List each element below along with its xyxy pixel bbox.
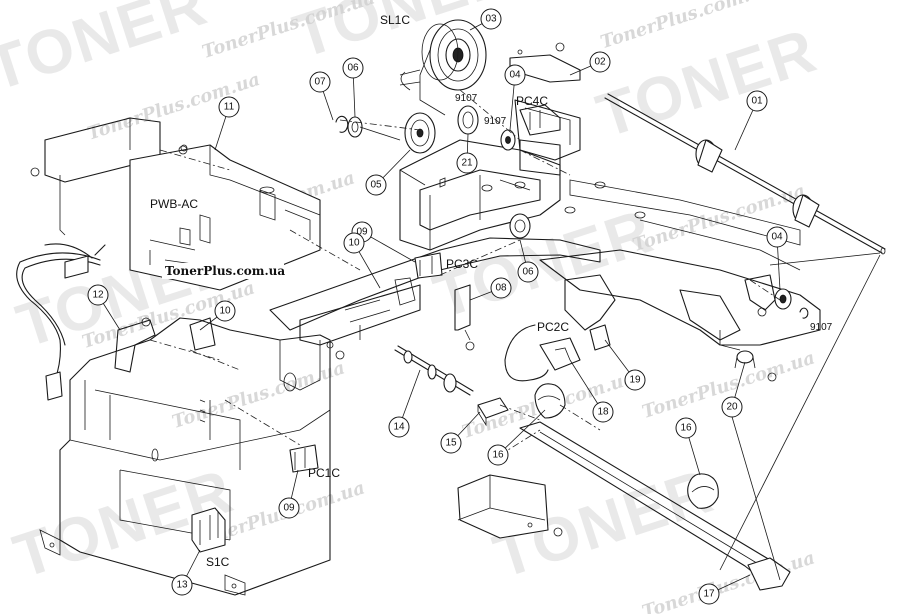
callout-10: 10 [343, 232, 365, 254]
sensor-pc2c [504, 274, 616, 382]
screws [180, 49, 767, 317]
callout-09: 09 [278, 497, 300, 519]
label-pwb-ac: PWB-AC [150, 197, 198, 211]
ring-07 [335, 115, 349, 133]
callout-08: 08 [490, 277, 512, 299]
pwb-ac-board [30, 117, 321, 291]
callout-03: 03 [480, 8, 502, 30]
label-9107-c: 9107 [810, 322, 833, 333]
svg-text:02: 02 [594, 57, 606, 68]
svg-text:04: 04 [771, 232, 783, 243]
bracket-12 [114, 317, 156, 373]
gear-05 [404, 112, 436, 154]
callout-14: 14 [388, 416, 410, 438]
callout-10: 10 [214, 300, 236, 322]
callout-21: 21 [456, 152, 478, 174]
bracket-10 [189, 317, 345, 360]
sensor-pc1c [289, 444, 319, 473]
callout-20: 20 [721, 396, 743, 418]
callout-02: 02 [589, 51, 611, 73]
svg-text:08: 08 [495, 283, 507, 294]
callout-06: 06 [517, 261, 539, 283]
svg-text:13: 13 [176, 580, 188, 591]
switch-s1c [191, 507, 226, 553]
clutch-sl1c [399, 19, 487, 116]
wire-harness [16, 243, 106, 401]
svg-text:11: 11 [224, 102, 235, 113]
callout-16: 16 [675, 417, 697, 439]
part-labels: PWB-AC SL1C PC4C PC3C PC2C PC1C S1C 9107… [150, 13, 833, 569]
callout-18: 18 [592, 401, 614, 423]
callout-16: 16 [487, 444, 509, 466]
svg-text:01: 01 [751, 96, 763, 107]
callout-07: 07 [309, 71, 331, 93]
gear-04-right [744, 274, 809, 319]
callout-13: 13 [171, 574, 193, 596]
svg-text:20: 20 [726, 402, 738, 413]
roller-shaft-01 [604, 93, 886, 255]
site-label: TonerPlus.com.ua [165, 264, 285, 278]
svg-text:17: 17 [703, 589, 715, 600]
svg-text:18: 18 [597, 407, 609, 418]
svg-text:03: 03 [485, 14, 497, 25]
upper-rail [269, 237, 601, 349]
callout-19: 19 [624, 369, 646, 391]
svg-text:19: 19 [629, 375, 641, 386]
guide-lines [149, 89, 881, 581]
watermark-site: TonerPlus.com.ua [170, 357, 348, 433]
label-pc2c: PC2C [537, 320, 569, 334]
callout-06: 06 [342, 57, 364, 79]
watermark-layer: TONER TONER TONER TONER TONER TONER TONE… [0, 0, 825, 614]
svg-text:16: 16 [680, 423, 692, 434]
rail-17 [519, 421, 791, 591]
main-frame [39, 317, 331, 596]
label-9107-a: 9107 [455, 93, 478, 104]
svg-text:07: 07 [314, 77, 326, 88]
svg-text:16: 16 [492, 450, 504, 461]
callout-05: 05 [365, 174, 387, 196]
callout-11: 11 [218, 96, 240, 118]
svg-text:21: 21 [461, 158, 473, 169]
bushing-06-top [347, 116, 401, 141]
bushing-06-mid [509, 213, 531, 239]
pickup-roller-16-left [534, 383, 566, 419]
label-pc4c: PC4C [516, 94, 548, 108]
svg-text:10: 10 [348, 238, 360, 249]
svg-text:10: 10 [219, 306, 231, 317]
label-pc1c: PC1C [308, 466, 340, 480]
gear-04-top [500, 129, 516, 151]
block-15 [477, 397, 509, 427]
svg-text:05: 05 [370, 180, 382, 191]
watermark-site: TonerPlus.com.ua [640, 547, 818, 614]
callout-04: 04 [504, 64, 526, 86]
site-stamp: TonerPlus.com.ua [162, 263, 285, 279]
pickup-roller-16-right [687, 473, 719, 509]
sensor-pc4c [509, 42, 581, 136]
watermark-brand: TONER [0, 0, 216, 104]
callout-15: 15 [440, 432, 462, 454]
svg-text:04: 04 [509, 70, 521, 81]
bracket-08 [454, 284, 475, 351]
svg-text:09: 09 [356, 227, 368, 238]
svg-text:12: 12 [92, 290, 104, 301]
cover-block [457, 474, 563, 539]
label-9107-b: 9107 [484, 116, 507, 127]
callout-04: 04 [766, 226, 788, 248]
callout-17: 17 [698, 583, 720, 605]
svg-text:09: 09 [283, 503, 295, 514]
label-sl1c: SL1C [380, 13, 410, 27]
gear-21 [457, 105, 479, 135]
callout-12: 12 [87, 284, 109, 306]
svg-text:06: 06 [347, 63, 359, 74]
label-pc3c: PC3C [446, 257, 478, 271]
svg-text:06: 06 [522, 267, 534, 278]
shaft-14 [394, 345, 474, 396]
label-s1c: S1C [206, 555, 230, 569]
svg-text:15: 15 [445, 438, 457, 449]
svg-text:14: 14 [393, 422, 405, 433]
sensor-pc3c [414, 252, 443, 279]
callout-01: 01 [746, 90, 768, 112]
